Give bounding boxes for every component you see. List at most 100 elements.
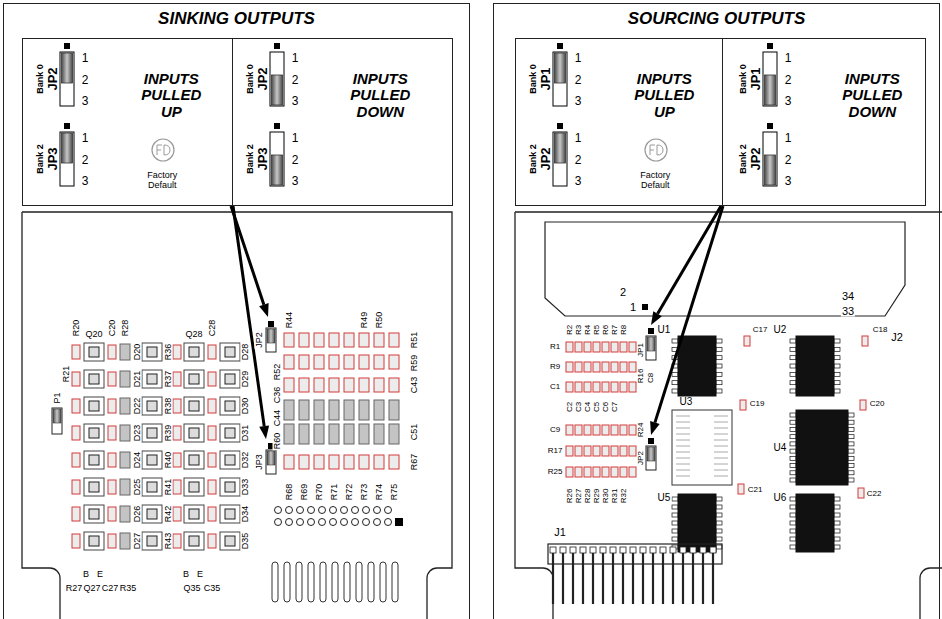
resistor-pad	[314, 455, 324, 469]
part-label: R8	[620, 324, 628, 336]
part-label: R51	[410, 331, 419, 350]
resistor-pad	[566, 446, 573, 456]
transistor-footprint	[84, 451, 104, 469]
transistor-body	[225, 536, 235, 546]
ic-body	[678, 336, 716, 396]
jumper-label: Bank 2	[739, 143, 748, 175]
resistor-pad	[575, 342, 582, 352]
resistor-pad	[72, 345, 80, 359]
jumper-header	[52, 408, 62, 434]
jumper-label: Bank 0	[246, 63, 255, 95]
ic-pin	[790, 413, 796, 417]
pin-hole	[341, 519, 348, 526]
socket-contact	[714, 440, 728, 441]
resistor-pad	[611, 362, 618, 372]
transistor-body	[189, 536, 199, 546]
part-label: R43	[164, 532, 173, 551]
part-label: D28	[241, 343, 250, 362]
part-label: JP2	[255, 331, 264, 349]
part-label: U6	[773, 493, 788, 503]
header-pad	[590, 547, 596, 553]
resistor-pad	[566, 425, 573, 435]
pin-number: 1	[784, 52, 793, 64]
resistor-pad	[173, 507, 181, 521]
part-label: R70	[315, 483, 324, 502]
transistor-footprint	[142, 343, 162, 361]
pin-hole	[330, 507, 337, 514]
part-label: U2	[773, 325, 788, 335]
part-label: D23	[133, 424, 142, 443]
part-label: U1	[657, 325, 672, 335]
resistor-pad	[329, 355, 339, 369]
component-pad	[359, 424, 369, 444]
header-pad	[670, 547, 676, 553]
pin-number: J1	[553, 527, 567, 538]
transistor-body	[225, 482, 235, 492]
component-pad	[299, 400, 309, 420]
transistor-footprint	[184, 505, 204, 523]
part-label: R32	[620, 488, 628, 505]
resistor-pad	[314, 355, 324, 369]
resistor-pad	[611, 446, 618, 456]
transistor-footprint	[142, 397, 162, 415]
header-pin	[552, 550, 554, 604]
ic-pin	[716, 537, 722, 541]
jumper-label: Bank 0	[739, 63, 748, 95]
jumper-label: JP1	[539, 66, 552, 91]
arrow-head	[259, 303, 268, 317]
part-label: R74	[375, 483, 384, 502]
socket-contact	[676, 416, 690, 417]
resistor-pad	[602, 382, 609, 392]
resistor-pad	[284, 378, 294, 392]
ic-pin	[672, 537, 678, 541]
part-label: R52	[273, 363, 282, 382]
resistor-pad	[575, 467, 582, 477]
transistor-footprint	[84, 397, 104, 415]
transistor-body	[189, 374, 199, 384]
jumper-shunt	[62, 53, 73, 83]
jumper-label: JP2	[539, 146, 552, 171]
header-pad	[620, 547, 626, 553]
default-note: Factory Default	[136, 171, 188, 191]
ic-pin	[716, 505, 722, 509]
part-label: C7	[611, 401, 619, 413]
part-label: Q35	[182, 584, 201, 593]
part-label: C5	[593, 401, 601, 413]
part-label: C20	[869, 400, 886, 408]
ic-pin	[790, 347, 796, 351]
pin1-marker	[648, 328, 654, 334]
resistor-pad	[629, 382, 636, 392]
resistor-pad	[108, 507, 116, 521]
part-label: R30	[602, 488, 610, 505]
resistor-pad	[611, 382, 618, 392]
resistor-pad	[284, 455, 294, 469]
jumper-header	[60, 132, 74, 186]
part-label: C2	[566, 401, 574, 413]
pin-number: 2	[574, 74, 583, 86]
part-label: R28	[121, 319, 130, 338]
ic-pin	[716, 513, 722, 517]
resistor-pad	[629, 425, 636, 435]
setting-box: INPUTS PULLED UPFactory Default	[515, 38, 723, 206]
capacitor-pad	[862, 336, 868, 346]
header-pin	[622, 550, 624, 604]
jumper-shunt	[555, 133, 566, 163]
resistor-pad	[389, 455, 399, 469]
edge-finger	[344, 562, 350, 602]
pin-number: 2	[291, 154, 300, 166]
part-label: D34	[241, 505, 250, 524]
connector-shroud	[545, 222, 905, 316]
mode-caption: INPUTS PULLED DOWN	[836, 71, 908, 121]
ic-pin	[716, 356, 722, 360]
transistor-body	[225, 401, 235, 411]
header-pad	[660, 547, 666, 553]
component-pad	[344, 400, 354, 420]
ic-pin	[848, 464, 854, 468]
capacitor-pad	[858, 488, 864, 498]
mode-caption: INPUTS PULLED UP	[135, 71, 207, 121]
part-label: R39	[164, 424, 173, 443]
transistor-body	[189, 428, 199, 438]
ic-pin	[716, 372, 722, 376]
capacitor-pad	[740, 400, 746, 410]
